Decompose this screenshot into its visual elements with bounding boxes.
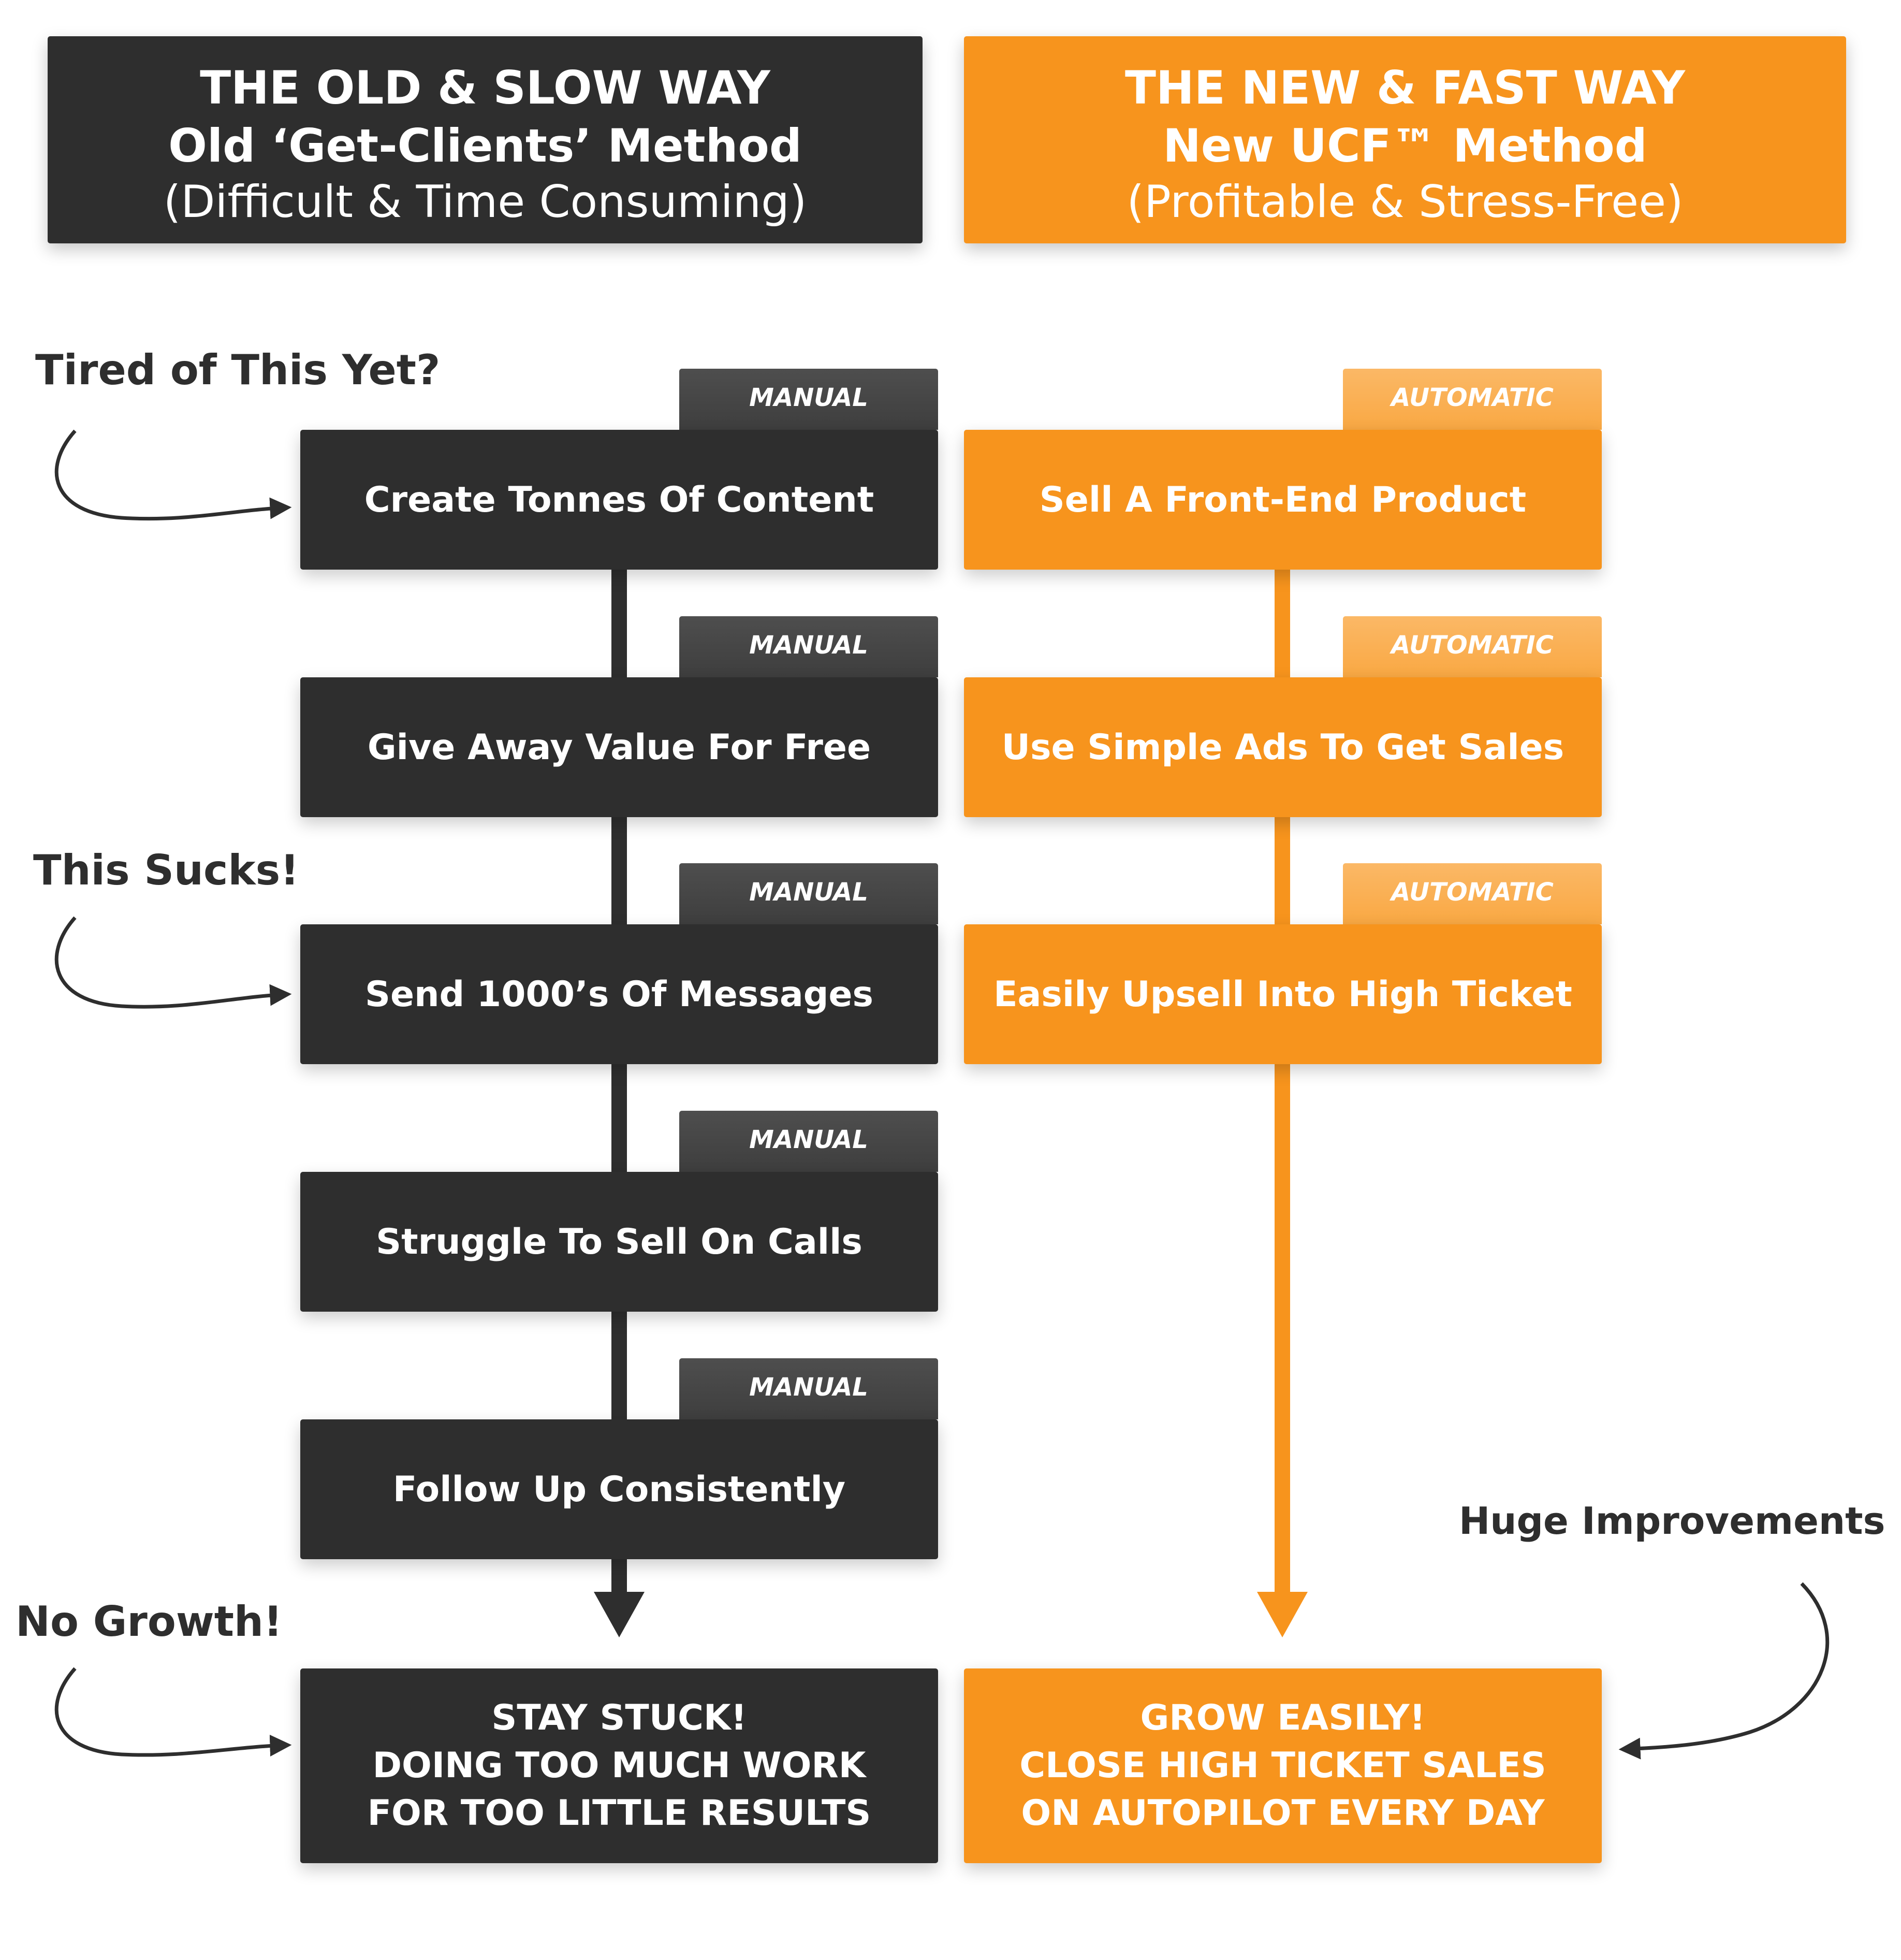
old-step-label: Struggle To Sell On Calls	[376, 1221, 862, 1262]
manual-tag: MANUAL	[679, 1358, 938, 1419]
new-step-label: Sell A Front-End Product	[1039, 479, 1527, 520]
old-step-label: Follow Up Consistently	[392, 1469, 846, 1510]
new-step-label: Use Simple Ads To Get Sales	[1001, 727, 1564, 768]
old-way-result: STAY STUCK! DOING TOO MUCH WORK FOR TOO …	[300, 1668, 938, 1863]
annotation-tired: Tired of This Yet?	[35, 346, 441, 394]
new-step-box: Use Simple Ads To Get Sales	[964, 677, 1602, 817]
new-way-note: (Profitable & Stress-Free)	[1127, 176, 1684, 228]
curved-arrow-icon	[54, 916, 292, 1009]
old-step-label: Create Tonnes Of Content	[364, 479, 874, 520]
manual-tag: MANUAL	[679, 863, 938, 924]
new-result-line: CLOSE HIGH TICKET SALES	[1019, 1745, 1546, 1786]
curved-arrow-icon	[54, 1667, 292, 1757]
new-way-subtitle: New UCF™ Method	[1163, 119, 1647, 172]
new-way-title: THE NEW & FAST WAY	[1125, 61, 1685, 114]
old-step-label: Give Away Value For Free	[367, 727, 871, 768]
old-way-title: THE OLD & SLOW WAY	[200, 61, 770, 114]
annotation-huge-improvements: Huge Improvements	[1459, 1499, 1885, 1543]
new-step-box: Sell A Front-End Product	[964, 430, 1602, 570]
new-result-line: GROW EASILY!	[1140, 1697, 1426, 1738]
automatic-tag: AUTOMATIC	[1343, 863, 1602, 924]
manual-tag: MANUAL	[679, 616, 938, 677]
new-result-line: ON AUTOPILOT EVERY DAY	[1021, 1793, 1545, 1834]
old-result-line: FOR TOO LITTLE RESULTS	[367, 1793, 871, 1834]
annotation-this-sucks: This Sucks!	[33, 846, 299, 894]
old-result-line: DOING TOO MUCH WORK	[372, 1745, 866, 1786]
curved-arrow-icon	[54, 429, 292, 521]
old-step-box: Give Away Value For Free	[300, 677, 938, 817]
new-step-label: Easily Upsell Into High Ticket	[993, 974, 1572, 1015]
new-step-box: Easily Upsell Into High Ticket	[964, 924, 1602, 1064]
new-way-arrowhead	[1257, 1592, 1308, 1637]
old-result-line: STAY STUCK!	[491, 1697, 747, 1738]
manual-tag: MANUAL	[679, 1111, 938, 1172]
new-way-result: GROW EASILY! CLOSE HIGH TICKET SALES ON …	[964, 1668, 1602, 1863]
automatic-tag: AUTOMATIC	[1343, 369, 1602, 430]
manual-tag: MANUAL	[679, 369, 938, 430]
old-way-header: THE OLD & SLOW WAY Old ‘Get-Clients’ Met…	[48, 36, 923, 243]
annotation-no-growth: No Growth!	[16, 1598, 283, 1646]
old-way-subtitle: Old ‘Get-Clients’ Method	[168, 119, 802, 172]
new-way-header: THE NEW & FAST WAY New UCF™ Method (Prof…	[964, 36, 1846, 243]
automatic-tag: AUTOMATIC	[1343, 616, 1602, 677]
old-step-box: Struggle To Sell On Calls	[300, 1172, 938, 1312]
old-step-box: Send 1000’s Of Messages	[300, 924, 938, 1064]
old-step-label: Send 1000’s Of Messages	[364, 974, 874, 1015]
old-step-box: Follow Up Consistently	[300, 1419, 938, 1559]
old-way-arrowhead	[594, 1592, 645, 1637]
curved-arrow-icon	[1618, 1582, 1829, 1760]
old-step-box: Create Tonnes Of Content	[300, 430, 938, 570]
old-way-note: (Difficult & Time Consuming)	[163, 176, 807, 228]
